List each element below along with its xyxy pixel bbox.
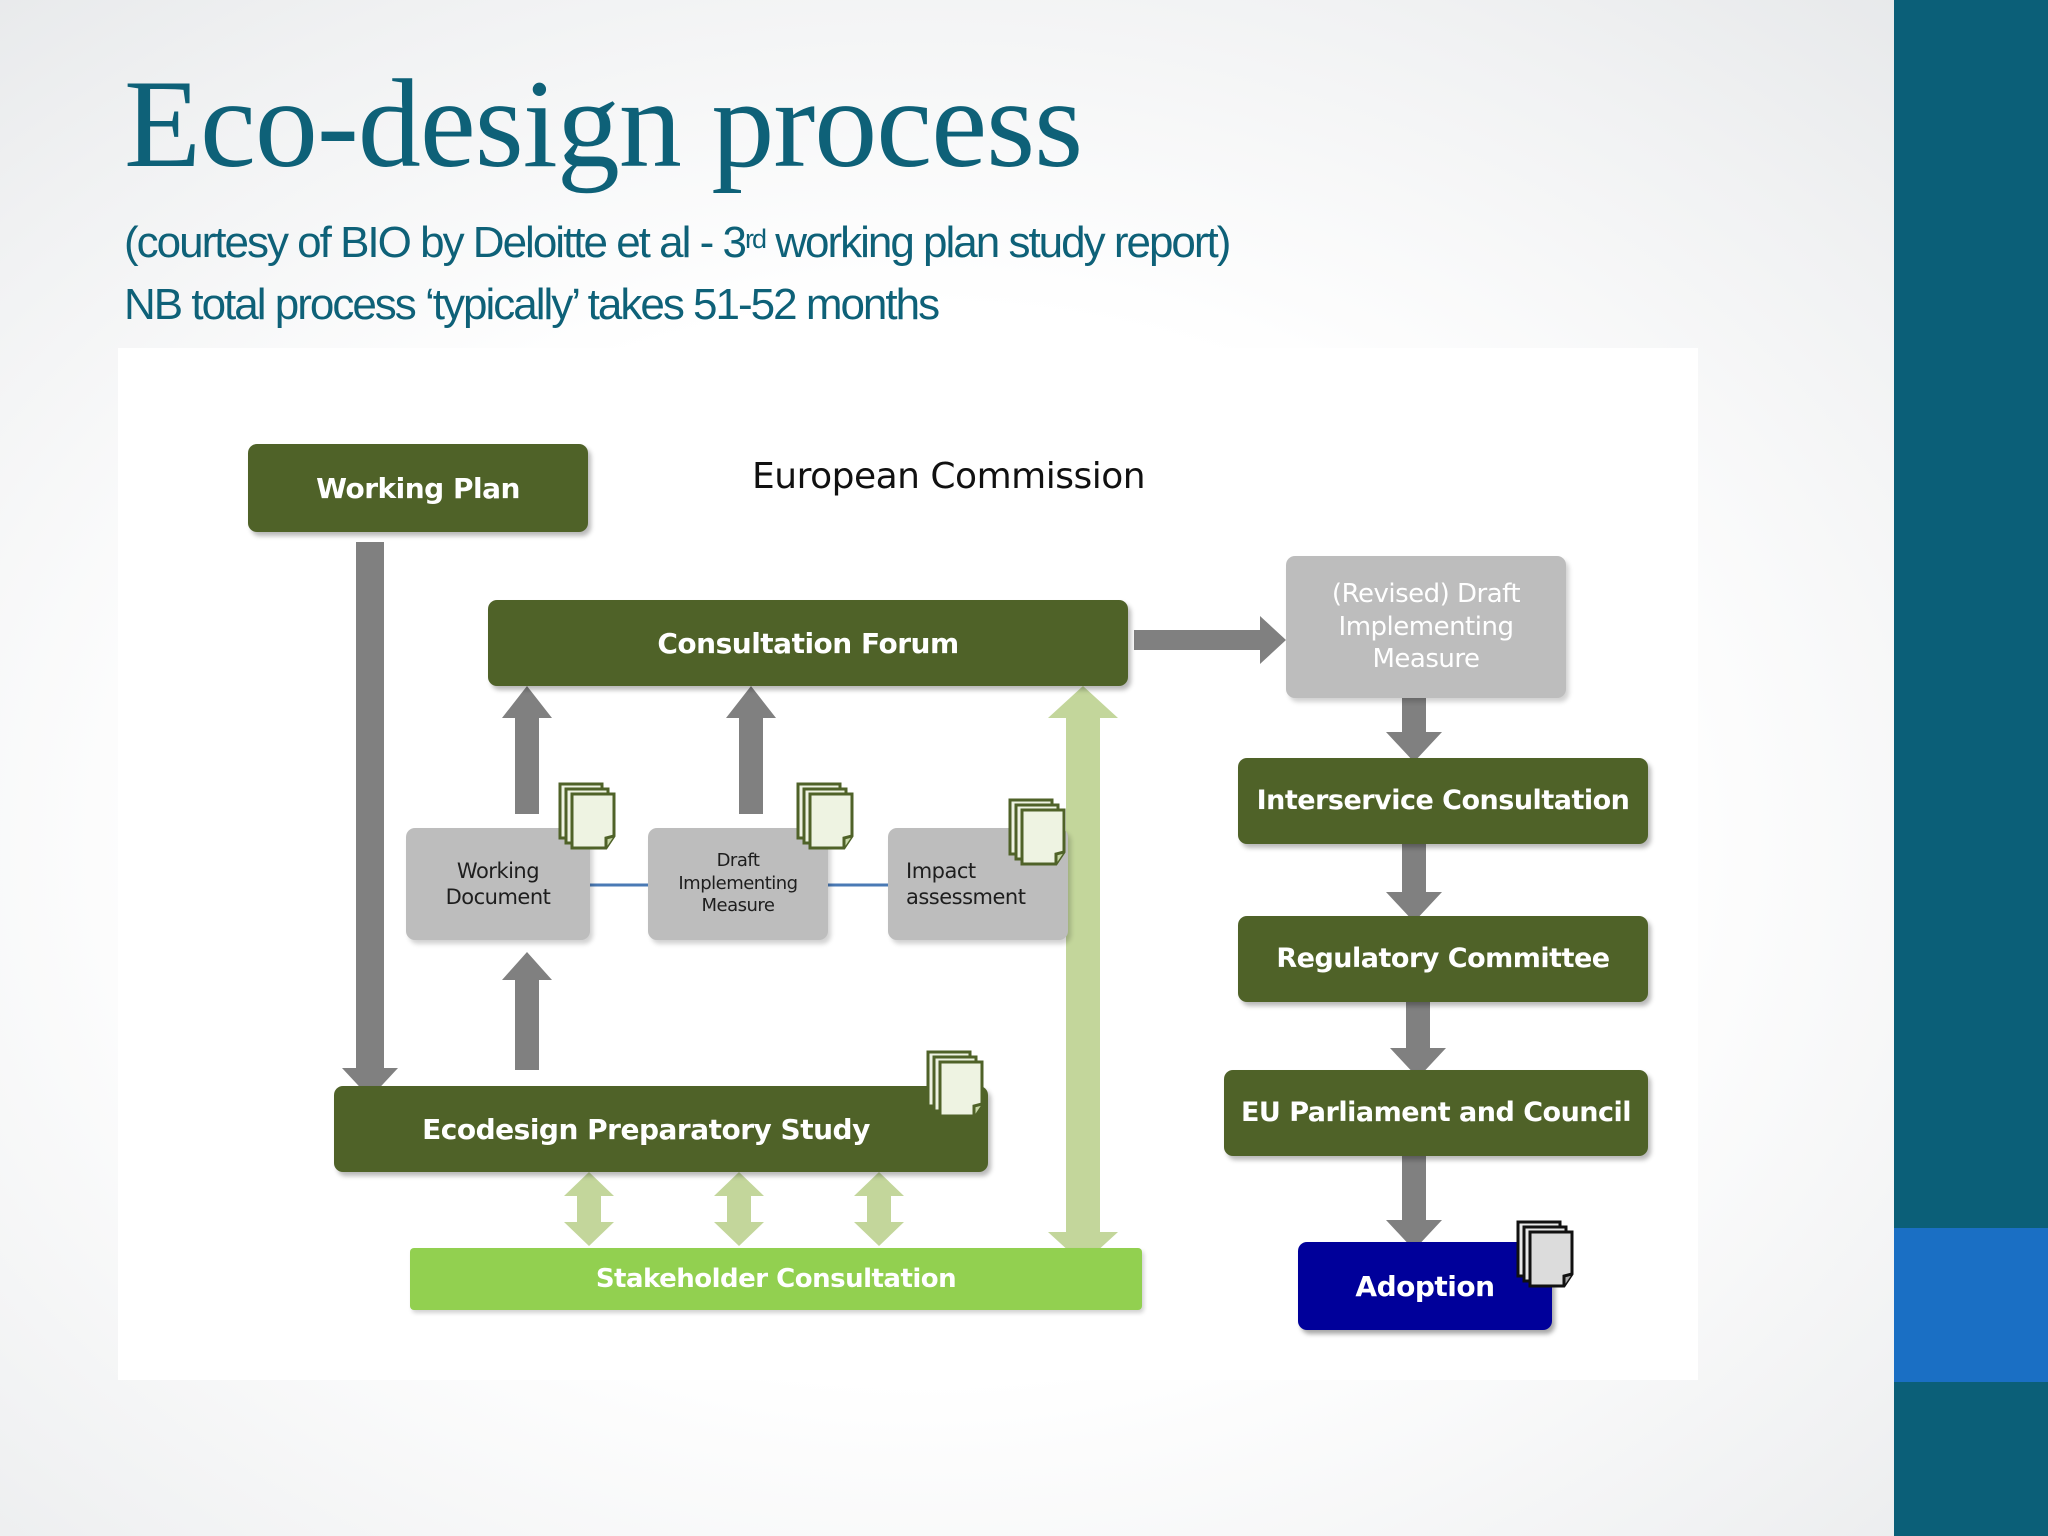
arrow-study-to-workingdoc: [502, 952, 552, 1070]
subtitle-superscript: rd: [744, 224, 767, 254]
document-stack-icon: [558, 782, 616, 850]
arrow-study-stakeholder-2: [714, 1172, 764, 1246]
node-eu-parliament-and-council: EU Parliament and Council: [1224, 1070, 1648, 1156]
arrow-forum-to-revised: [1134, 616, 1286, 664]
group-label-european-commission: European Commission: [752, 456, 1146, 497]
node-adoption: Adoption: [1298, 1242, 1552, 1330]
arrow-interservice-to-regulatory: [1386, 842, 1442, 922]
node-stakeholder-consultation: Stakeholder Consultation: [410, 1248, 1142, 1310]
node-regulatory-committee: Regulatory Committee: [1238, 916, 1648, 1002]
arrow-draft-to-forum: [726, 686, 776, 814]
arrow-regulatory-to-parliament: [1390, 998, 1446, 1078]
slide-title: Eco-design process: [124, 55, 1083, 194]
arrow-stakeholder-forum-bidirectional: [1048, 686, 1118, 1264]
node-working-plan: Working Plan: [248, 444, 588, 532]
document-stack-icon: [796, 782, 854, 850]
subtitle-line-1-suffix: working plan study report): [764, 218, 1231, 267]
sidebar-accent-block: [1894, 1228, 2048, 1382]
node-revised-draft-implementing-measure: (Revised) Draft Implementing Measure: [1286, 556, 1566, 698]
subtitle-line-2: NB total process ‘typically’ takes 51-52…: [124, 280, 940, 329]
arrow-study-stakeholder-3: [854, 1172, 904, 1246]
arrow-study-stakeholder-1: [564, 1172, 614, 1246]
arrow-revised-to-interservice: [1386, 698, 1442, 762]
document-stack-icon: [926, 1050, 984, 1118]
arrow-parliament-to-adoption: [1386, 1148, 1442, 1250]
arrow-plan-to-study: [342, 542, 398, 1098]
subtitle-line-1: (courtesy of BIO by Deloitte et al - 3rd…: [124, 212, 1231, 274]
subtitle-line-1-prefix: (courtesy of BIO by Deloitte et al - 3: [124, 218, 747, 267]
arrow-workingdoc-to-forum: [502, 686, 552, 814]
node-draft-implementing-measure: Draft Implementing Measure: [648, 828, 828, 940]
node-interservice-consultation: Interservice Consultation: [1238, 758, 1648, 844]
node-consultation-forum: Consultation Forum: [488, 600, 1128, 686]
node-working-document: Working Document: [406, 828, 590, 940]
slide-subtitle: (courtesy of BIO by Deloitte et al - 3rd…: [124, 212, 1231, 336]
node-ecodesign-preparatory-study: Ecodesign Preparatory Study: [334, 1086, 988, 1172]
document-stack-icon: [1008, 798, 1066, 866]
document-stack-icon: [1516, 1220, 1574, 1288]
